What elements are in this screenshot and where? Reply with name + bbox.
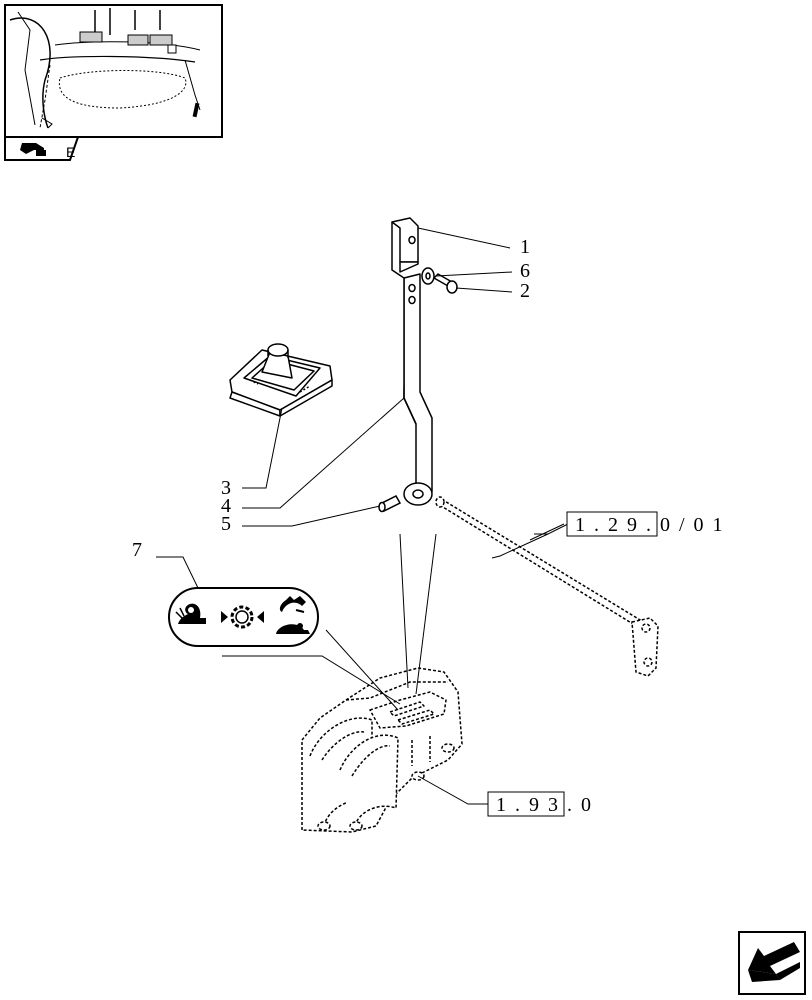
gearbox-housing bbox=[301, 667, 463, 833]
reference-label-top: 1.29.0/01 bbox=[575, 514, 732, 536]
fast-hare-icon bbox=[279, 596, 306, 613]
washer-and-bolt bbox=[421, 267, 458, 294]
previous-page-arrow-icon[interactable] bbox=[738, 931, 806, 995]
callout-1: 1 bbox=[520, 236, 530, 258]
linkage-rod bbox=[435, 496, 659, 677]
leader-ref-top bbox=[491, 533, 549, 559]
slow-snail-icon bbox=[175, 603, 206, 624]
callout-4: 4 bbox=[221, 495, 231, 517]
gear-shift-icon bbox=[221, 605, 264, 629]
callout-7: 7 bbox=[132, 539, 142, 561]
roll-pin bbox=[378, 495, 402, 513]
shift-pattern-decal bbox=[168, 587, 319, 647]
reference-link-bottom[interactable]: 1.93.0 bbox=[487, 791, 600, 817]
leader-lines bbox=[156, 227, 569, 805]
reference-label-bottom: 1.93.0 bbox=[496, 794, 600, 816]
reference-link-top[interactable]: 1.29.0/01 bbox=[566, 511, 732, 537]
callout-5: 5 bbox=[221, 513, 231, 535]
callout-2: 2 bbox=[520, 280, 530, 302]
shift-lever bbox=[391, 217, 433, 506]
callout-6: 6 bbox=[520, 260, 530, 282]
slow-turtle-icon bbox=[276, 623, 310, 634]
lever-boot bbox=[229, 343, 333, 417]
thumbnail-panel[interactable] bbox=[4, 4, 223, 138]
book-tab-icon[interactable]: E bbox=[4, 136, 80, 161]
thumbnail-tab-letter: E bbox=[66, 144, 75, 160]
callout-3: 3 bbox=[221, 477, 231, 499]
